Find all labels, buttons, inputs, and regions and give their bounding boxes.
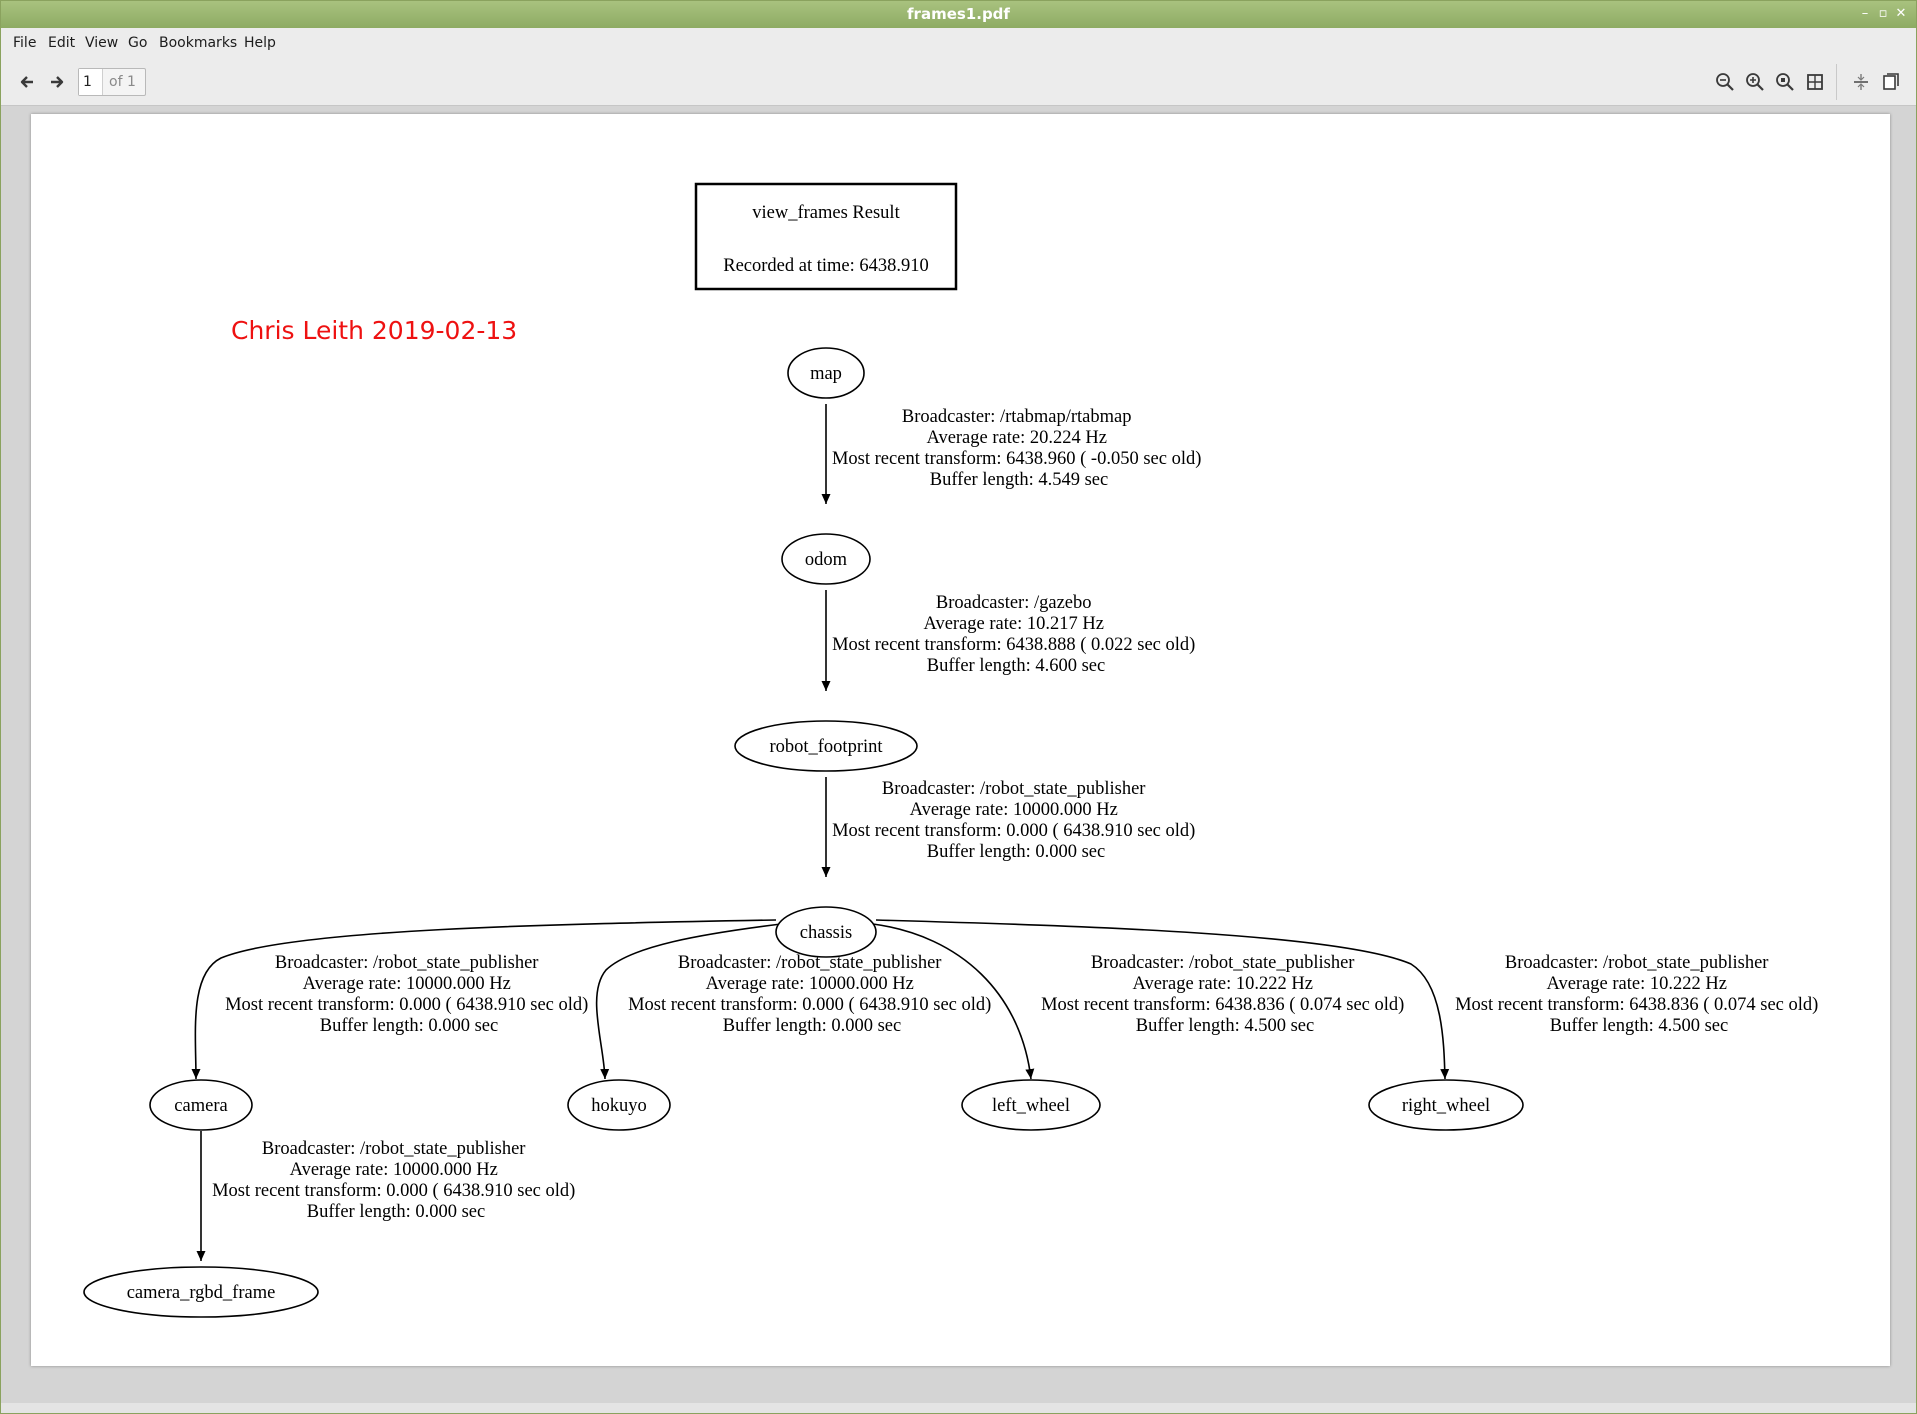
node-robot-footprint-label: robot_footprint — [769, 737, 883, 757]
node-right-wheel-label: right_wheel — [1402, 1096, 1490, 1116]
menu-file[interactable]: File — [13, 35, 37, 51]
edge-label-line: Broadcaster: /gazebo — [936, 593, 1092, 613]
continuous-icon[interactable] — [1849, 70, 1873, 94]
node-left-wheel-label: left_wheel — [992, 1096, 1070, 1116]
edge-label-line: Most recent transform: 0.000 ( 6438.910 … — [628, 995, 991, 1015]
edge-label-line: Average rate: 10.217 Hz — [923, 614, 1103, 634]
edge-label-line: Broadcaster: /robot_state_publisher — [275, 953, 539, 973]
edge-label-camera-rgbd: Broadcaster: /robot_state_publisher Aver… — [212, 1139, 580, 1222]
edge-label-chassis-hokuyo: Broadcaster: /robot_state_publisher Aver… — [628, 953, 996, 1036]
edge-label-line: Average rate: 10.222 Hz — [1546, 974, 1726, 994]
edge-label-line: Average rate: 10000.000 Hz — [706, 974, 914, 994]
toolbar: of 1 — [1, 58, 1916, 106]
back-arrow-icon[interactable] — [15, 70, 39, 94]
edge-label-line: Broadcaster: /rtabmap/rtabmap — [902, 407, 1132, 427]
header-title: view_frames Result — [752, 203, 900, 223]
edge-label-line: Most recent transform: 6438.836 ( 0.074 … — [1455, 995, 1818, 1015]
edge-label-line: Most recent transform: 0.000 ( 6438.910 … — [212, 1181, 575, 1201]
edge-label-line: Average rate: 10000.000 Hz — [290, 1160, 498, 1180]
header-box — [694, 182, 958, 291]
edge-label-line: Broadcaster: /robot_state_publisher — [678, 953, 942, 973]
edge-label-line: Buffer length: 4.500 sec — [1136, 1016, 1314, 1036]
title-bar[interactable]: frames1.pdf – ▫ ✕ — [1, 1, 1916, 28]
menu-go[interactable]: Go — [128, 35, 148, 51]
zoom-fit-icon[interactable] — [1773, 70, 1797, 94]
menu-bar: File Edit View Go Bookmarks Help — [1, 28, 1916, 58]
zoom-out-icon[interactable] — [1713, 70, 1737, 94]
node-camera — [149, 1079, 253, 1131]
node-right-wheel — [1368, 1079, 1524, 1131]
node-map — [787, 347, 865, 399]
edge-label-line: Most recent transform: 6438.836 ( 0.074 … — [1041, 995, 1404, 1015]
node-hokuyo-label: hokuyo — [591, 1096, 647, 1116]
node-map-label: map — [810, 364, 842, 384]
edge-label-map-odom: Broadcaster: /rtabmap/rtabmap Average ra… — [832, 407, 1206, 490]
page-count-label: of 1 — [109, 74, 136, 90]
dual-page-icon[interactable] — [1879, 70, 1903, 94]
edge-label-line: Buffer length: 4.600 sec — [927, 656, 1105, 676]
page-number-input[interactable] — [79, 69, 103, 95]
zoom-page-icon[interactable] — [1803, 70, 1827, 94]
edge-label-chassis-camera: Broadcaster: /robot_state_publisher Aver… — [225, 953, 593, 1036]
maximize-icon[interactable]: ▫ — [1878, 6, 1888, 21]
edge-label-line: Broadcaster: /robot_state_publisher — [1505, 953, 1769, 973]
edge-label-line: Most recent transform: 6438.960 ( -0.050… — [832, 449, 1201, 469]
status-strip — [1, 1403, 1916, 1413]
edge-chassis-right-wheel — [875, 919, 1450, 1080]
window-title: frames1.pdf — [907, 5, 1010, 23]
edge-label-line: Buffer length: 0.000 sec — [927, 842, 1105, 862]
page-selector: of 1 — [78, 68, 146, 96]
zoom-in-icon[interactable] — [1743, 70, 1767, 94]
edge-label-chassis-left-wheel: Broadcaster: /robot_state_publisher Aver… — [1041, 953, 1409, 1036]
toolbar-separator — [1836, 64, 1837, 100]
edge-label-line: Broadcaster: /robot_state_publisher — [882, 779, 1146, 799]
edge-label-line: Buffer length: 4.549 sec — [930, 470, 1108, 490]
edge-label-line: Broadcaster: /robot_state_publisher — [262, 1139, 526, 1159]
node-odom-label: odom — [805, 550, 848, 570]
edge-chassis-left-wheel — [872, 923, 1035, 1080]
edge-label-line: Most recent transform: 0.000 ( 6438.910 … — [225, 995, 588, 1015]
node-odom — [781, 533, 871, 585]
edge-label-footprint-chassis: Broadcaster: /robot_state_publisher Aver… — [832, 779, 1200, 862]
close-icon[interactable]: ✕ — [1895, 6, 1907, 21]
edge-label-line: Buffer length: 0.000 sec — [723, 1016, 901, 1036]
edge-label-line: Average rate: 20.224 Hz — [926, 428, 1106, 448]
node-left-wheel — [961, 1079, 1101, 1131]
edge-label-line: Most recent transform: 6438.888 ( 0.022 … — [832, 635, 1195, 655]
author-annotation: Chris Leith 2019-02-13 — [231, 316, 518, 345]
forward-arrow-icon[interactable] — [45, 70, 69, 94]
edge-label-odom-footprint: Broadcaster: /gazebo Average rate: 10.21… — [832, 593, 1200, 676]
edge-label-line: Average rate: 10000.000 Hz — [303, 974, 511, 994]
menu-help[interactable]: Help — [244, 35, 276, 51]
node-camera-rgbd-frame — [83, 1266, 319, 1318]
edge-chassis-hokuyo — [595, 923, 782, 1080]
edge-label-line: Buffer length: 4.500 sec — [1550, 1016, 1728, 1036]
node-hokuyo — [567, 1079, 671, 1131]
header-recorded-time: Recorded at time: 6438.910 — [723, 256, 929, 276]
tf-frames-diagram: view_frames Result Recorded at time: 643… — [83, 182, 1823, 1318]
node-chassis-label: chassis — [800, 923, 852, 943]
edge-label-line: Average rate: 10000.000 Hz — [910, 800, 1118, 820]
menu-view[interactable]: View — [85, 35, 119, 51]
edge-label-line: Average rate: 10.222 Hz — [1132, 974, 1312, 994]
node-camera-label: camera — [174, 1096, 227, 1116]
edge-label-line: Buffer length: 0.000 sec — [320, 1016, 498, 1036]
node-chassis — [775, 906, 877, 958]
menu-edit[interactable]: Edit — [48, 35, 76, 51]
node-robot-footprint — [734, 720, 918, 772]
edge-label-chassis-right-wheel: Broadcaster: /robot_state_publisher Aver… — [1455, 953, 1823, 1036]
edge-label-line: Broadcaster: /robot_state_publisher — [1091, 953, 1355, 973]
minimize-icon[interactable]: – — [1861, 6, 1869, 21]
document-viewport[interactable]: view_frames Result Recorded at time: 643… — [1, 106, 1916, 1413]
node-camera-rgbd-frame-label: camera_rgbd_frame — [127, 1283, 276, 1303]
edge-label-line: Buffer length: 0.000 sec — [307, 1202, 485, 1222]
pdf-page: view_frames Result Recorded at time: 643… — [31, 114, 1890, 1366]
edge-chassis-camera — [191, 919, 777, 1080]
menu-bookmarks[interactable]: Bookmarks — [159, 35, 238, 51]
edge-label-line: Most recent transform: 0.000 ( 6438.910 … — [832, 821, 1195, 841]
